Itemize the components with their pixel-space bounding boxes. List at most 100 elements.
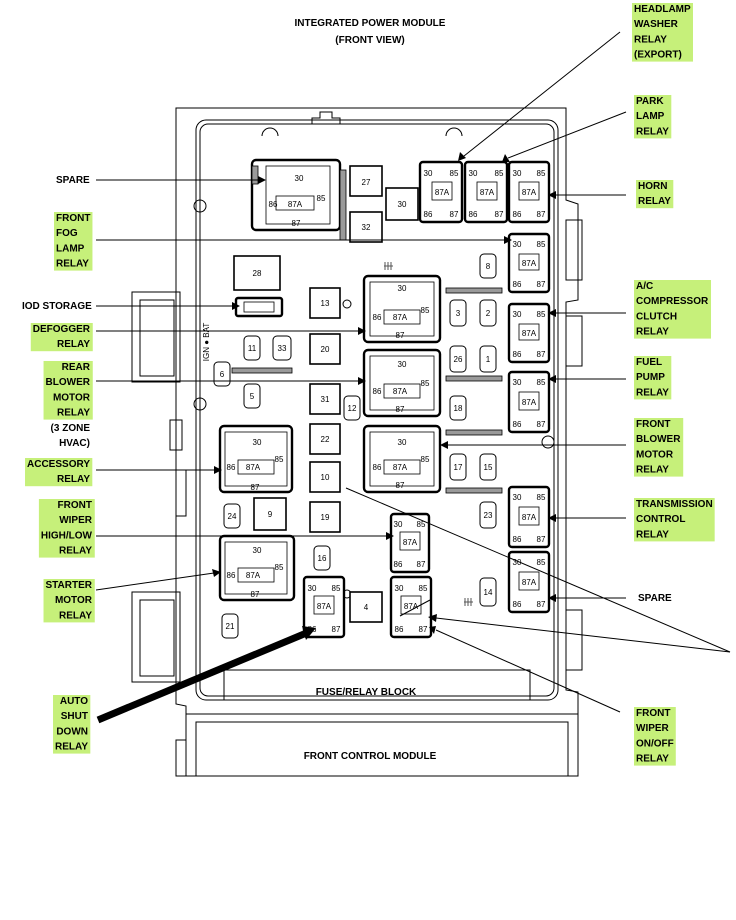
label-highlight (634, 418, 684, 477)
label-line: RELAY (59, 610, 92, 621)
fuse-label: 17 (454, 463, 463, 472)
relay-terminal-30: 30 (398, 360, 407, 369)
front-control-module-label: FRONT CONTROL MODULE (304, 751, 437, 762)
fuse-label: 5 (250, 392, 255, 401)
label-line: RELAY (57, 474, 90, 485)
relay-terminal-85: 85 (275, 455, 284, 464)
module-housing (131, 107, 583, 777)
label-line: RELAY (55, 742, 88, 753)
relay-terminal-85: 85 (275, 563, 284, 572)
label-highlight (634, 356, 672, 400)
label-line: FRONT (58, 500, 92, 511)
relay-terminal-30: 30 (308, 584, 317, 593)
relay-terminal-86: 86 (227, 571, 236, 580)
label-line: FRONT (636, 708, 670, 719)
relay-terminal-87: 87 (537, 420, 546, 429)
relay-horn: 30 85 87A 86 87 (507, 160, 551, 224)
relay-auto-shut-down: 30 85 87A 86 87 (302, 575, 346, 639)
relay-terminal-87a: 87A (522, 513, 537, 522)
label-line: LAMP (636, 111, 665, 122)
label-line: DEFOGGER (33, 324, 91, 335)
relay-terminal-30: 30 (513, 493, 522, 502)
fuse-label: 11 (248, 344, 257, 353)
relay-terminal-30: 30 (253, 438, 262, 447)
relay-terminal-87: 87 (251, 590, 260, 599)
fuse-11: 11 (243, 335, 261, 361)
label-line: CONTROL (636, 514, 685, 525)
fuse-label: 6 (220, 370, 225, 379)
label-line: RELAY (636, 327, 669, 338)
relay-front-wiper-high-low: 30 85 87A 86 87 (389, 512, 431, 574)
relay-terminal-87a: 87A (522, 398, 537, 407)
label-line: WIPER (59, 515, 93, 526)
fuse-label: 21 (226, 622, 235, 631)
label-line: RELAY (638, 196, 671, 207)
relay-spare-right: 30 85 87A 86 87 (507, 550, 551, 614)
label-line: MOTOR (53, 392, 91, 403)
relay-terminal-30: 30 (513, 558, 522, 567)
hatch-marks (384, 262, 473, 606)
relay-terminal-87a: 87A (393, 463, 408, 472)
relay-terminal-85: 85 (537, 378, 546, 387)
label-line: RELAY (56, 259, 89, 270)
label-line: ON/OFF (636, 738, 674, 749)
relay-terminal-85: 85 (537, 240, 546, 249)
relay-terminal-87: 87 (537, 210, 546, 219)
fuse-3: 3 (449, 299, 467, 327)
label-highlight (54, 212, 93, 271)
relay-rear-blower: 30 86 87A 85 87 (362, 348, 442, 418)
fuse-31: 31 (309, 383, 341, 415)
relay-front-wiper-on-off: 30 85 87A 86 87 (389, 575, 433, 639)
fuse-16: 16 (313, 545, 331, 571)
label-line: (EXPORT) (634, 50, 682, 61)
relay-terminal-86: 86 (513, 350, 522, 359)
relay-terminal-87: 87 (251, 483, 260, 492)
label-line: RELAY (634, 34, 667, 45)
label-highlight (634, 498, 715, 542)
fuse-14: 14 (479, 577, 497, 607)
relay-terminal-85: 85 (421, 455, 430, 464)
relay-terminal-86: 86 (227, 463, 236, 472)
label-line: PUMP (636, 372, 665, 383)
label-line: RELAY (636, 126, 669, 137)
relay-terminal-87a: 87A (246, 463, 261, 472)
fuse-label: 32 (362, 223, 371, 232)
relay-accessory: 30 86 87A 85 87 (218, 424, 294, 494)
relay-terminal-86: 86 (513, 420, 522, 429)
relay-terminal-30: 30 (395, 584, 404, 593)
right-label-column: HEADLAMPWASHERRELAY(EXPORT)PARKLAMPRELAY… (632, 3, 715, 766)
relay-terminal-85: 85 (537, 493, 546, 502)
relay-terminal-87a: 87A (403, 538, 418, 547)
fuse-4: 4 (349, 591, 383, 623)
relay-terminal-86: 86 (373, 463, 382, 472)
label-line: RELAY (636, 529, 669, 540)
fuse-9: 9 (253, 497, 287, 531)
relay-fuel-pump: 30 85 87A 86 87 (507, 370, 551, 434)
relay-terminal-85: 85 (495, 169, 504, 178)
fuse-label: 13 (321, 299, 330, 308)
relay-terminal-30: 30 (253, 546, 262, 555)
fuse-33: 33 (272, 335, 292, 361)
fuse-label: 9 (268, 510, 273, 519)
iod-storage-slot (234, 296, 284, 318)
label-line: TRANSMISSION (636, 499, 713, 510)
label-line: REAR (62, 362, 91, 373)
relay-terminal-85: 85 (537, 310, 546, 319)
fuse-label: 30 (398, 200, 407, 209)
relay-terminal-85: 85 (537, 169, 546, 178)
fuse-15: 15 (479, 453, 497, 481)
fuse-23: 23 (479, 501, 497, 529)
fuse-label: 10 (321, 473, 330, 482)
label-line: RELAY (636, 465, 669, 476)
relay-terminal-30: 30 (513, 240, 522, 249)
